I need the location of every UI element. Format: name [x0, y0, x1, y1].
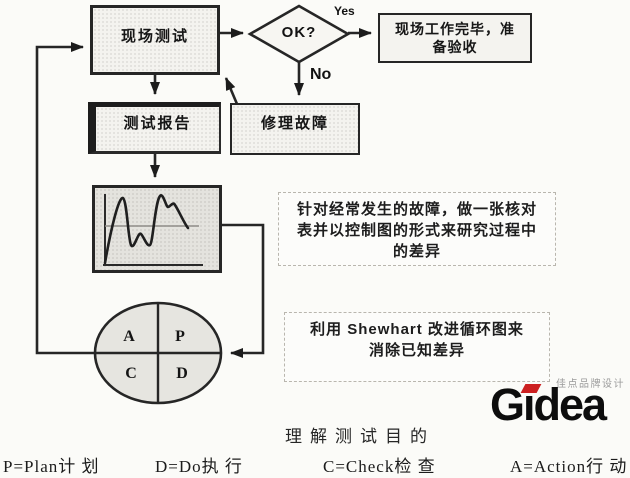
decision-label: OK?	[281, 24, 317, 41]
shewhart-note-box: 利用 Shewhart 改进循环图来 消除已知差异	[284, 312, 550, 382]
connector-chart-to-pdca	[222, 223, 265, 358]
logo-tagline: 佳点品牌设计	[556, 379, 625, 390]
connector-feedback-loop	[35, 42, 95, 355]
yes-branch-label: Yes	[334, 4, 355, 18]
test-report-box: 测试报告	[88, 102, 221, 154]
pdca-letter-p: P	[175, 328, 185, 345]
shewhart-note-line2: 消除已知差异	[368, 342, 465, 359]
pdca-letter-a: A	[123, 328, 135, 345]
work-done-line1: 现场工作完毕，准	[395, 21, 515, 37]
no-branch-label: No	[310, 66, 332, 83]
repair-fault-box: 修理故障	[230, 103, 360, 155]
pdca-letter-d: D	[176, 365, 188, 382]
legend-check: C=Check检 查	[323, 457, 436, 476]
gidea-logo: 佳点品牌设计 Gidea	[490, 375, 630, 430]
repair-fault-label: 修理故障	[260, 114, 329, 132]
checklist-note-box: 针对经常发生的故障，做一张核对 表并以控制图的形式来研究过程中 的差异	[278, 192, 556, 266]
legend-action: A=Action行 动	[510, 457, 628, 476]
checklist-note-line2: 表并以控制图的形式来研究过程中	[296, 222, 537, 239]
checklist-note-line3: 的差异	[392, 243, 441, 260]
decision-diamond-shape	[247, 4, 351, 64]
legend-do: D=Do执 行	[155, 457, 243, 476]
connector-repair-to-fieldtest	[224, 77, 239, 105]
pdca-letter-c: C	[125, 365, 137, 382]
work-done-line2: 备验收	[432, 39, 478, 55]
caption-title: 理解测试目的	[285, 427, 435, 446]
work-done-box: 现场工作完毕，准 备验收	[378, 13, 532, 63]
test-report-label: 测试报告	[123, 114, 192, 132]
legend-plan: P=Plan计 划	[3, 457, 100, 476]
field-test-box: 现场测试	[90, 5, 220, 75]
control-chart-icon	[92, 185, 222, 273]
logo-wordmark: Gidea	[490, 379, 607, 430]
checklist-note-line1: 针对经常发生的故障，做一张核对	[296, 201, 537, 218]
shewhart-note-line1: 利用 Shewhart 改进循环图来	[310, 321, 524, 338]
field-test-label: 现场测试	[120, 27, 189, 45]
control-chart-drawing	[103, 194, 203, 266]
